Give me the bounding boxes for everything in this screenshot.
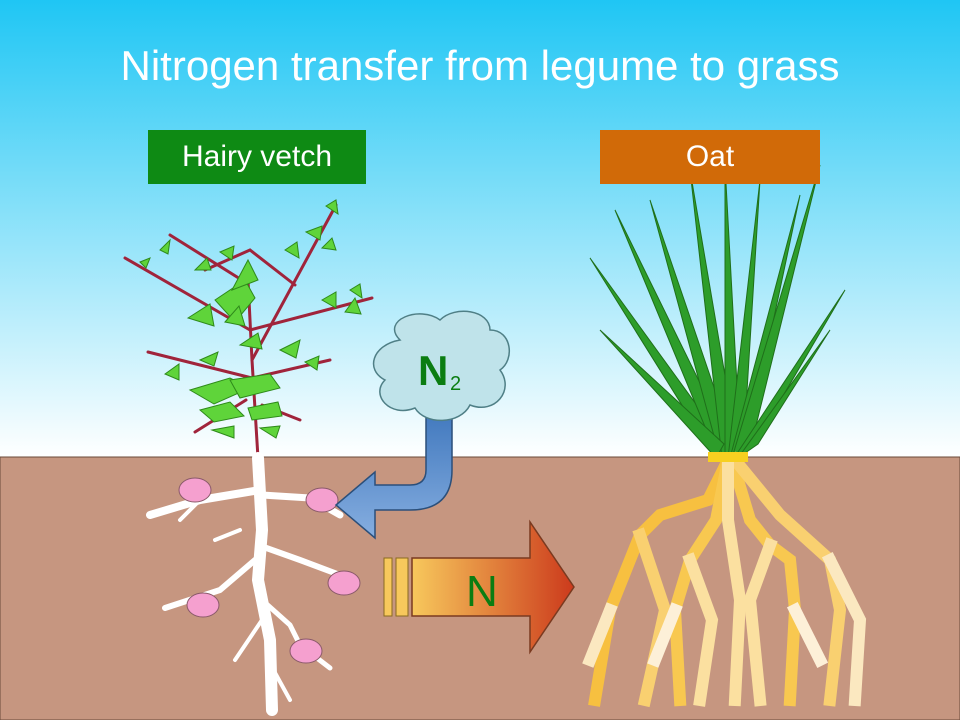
hairy-vetch-label: Hairy vetch — [148, 130, 366, 184]
n2-subscript: 2 — [450, 373, 461, 395]
oat-roots — [582, 451, 867, 708]
nodule — [289, 638, 323, 664]
oat-root-crown — [708, 452, 748, 462]
fixation-arrow — [334, 407, 453, 540]
page-title: Nitrogen transfer from legume to grass — [120, 42, 840, 89]
nodule — [327, 570, 361, 596]
nodule — [186, 592, 220, 618]
nodule — [178, 477, 212, 503]
oat-shoot — [589, 164, 846, 460]
n2-symbol: N — [418, 347, 448, 394]
nodule — [305, 487, 339, 513]
transfer-arrow — [383, 519, 575, 655]
root-nodules — [178, 477, 361, 664]
hairy-vetch-shoot — [123, 199, 374, 460]
n2-cloud — [373, 310, 510, 422]
transfer-n-label: N — [466, 567, 498, 616]
oat-label: Oat — [600, 130, 820, 184]
